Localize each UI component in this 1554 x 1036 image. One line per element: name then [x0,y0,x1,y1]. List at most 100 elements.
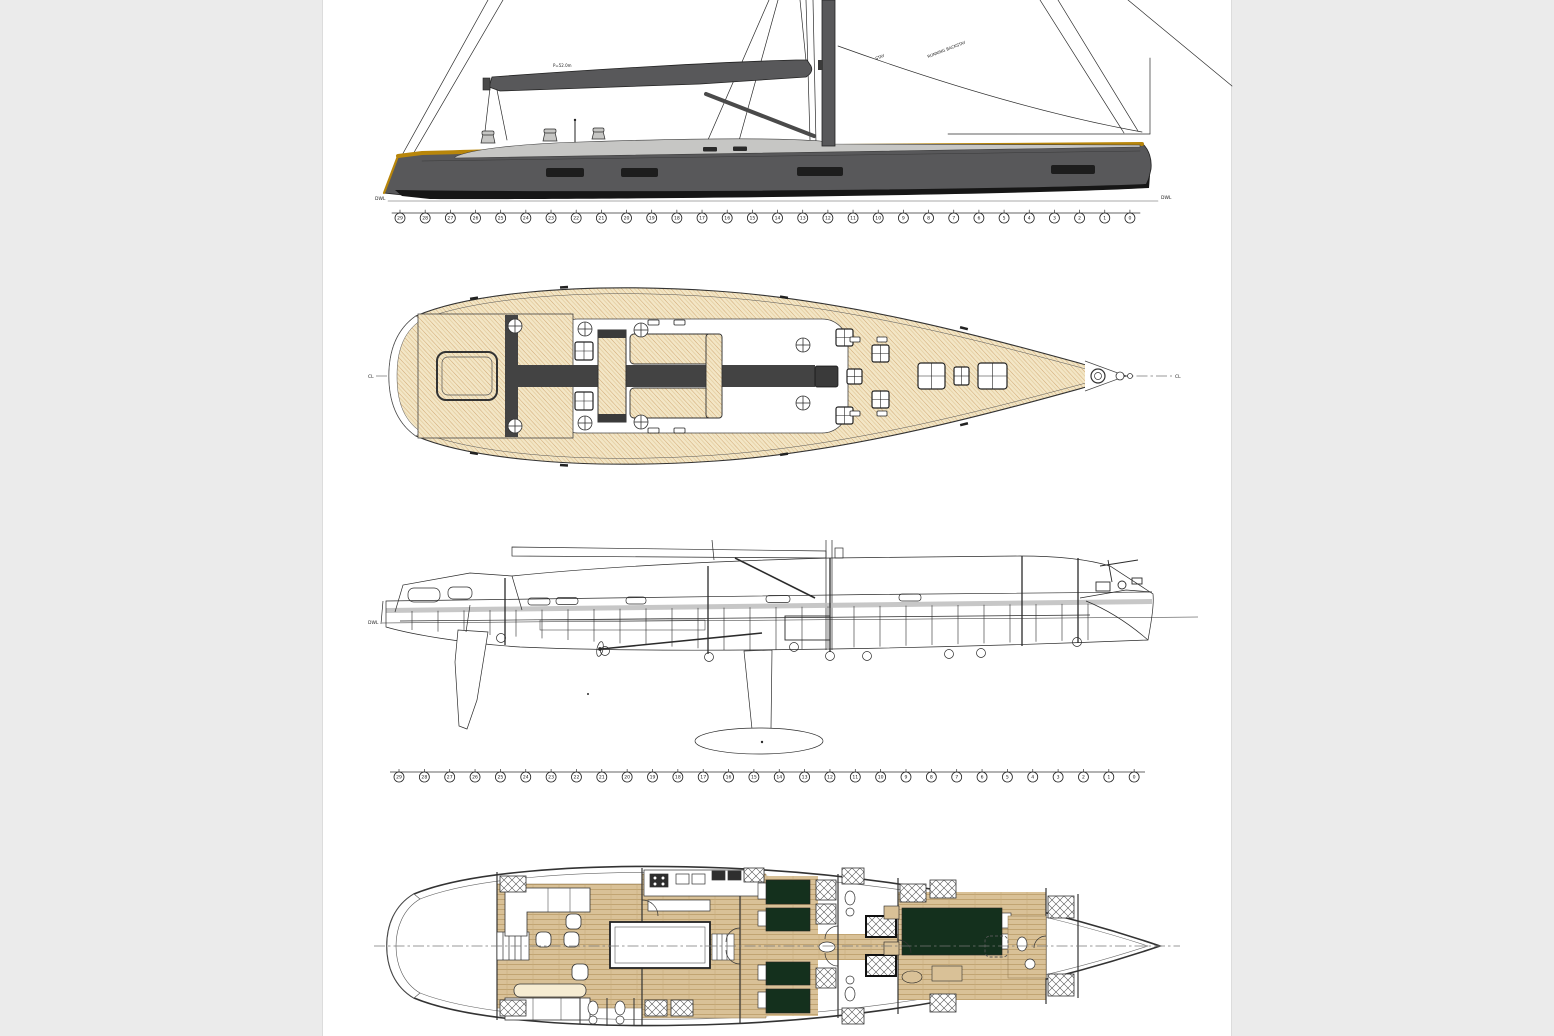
owner-cabinet [931,965,963,982]
station-number: 11 [852,775,858,781]
transom-stripe [382,154,400,195]
station-marker [621,771,633,783]
aft-deck-hatch-inner [441,356,493,396]
station-number: 13 [800,216,806,222]
prop-shaft [600,632,763,650]
coachroof-line [511,555,1021,577]
station-marker [900,771,912,783]
station-marker [948,212,960,224]
foredeck-hatch-dashed [984,935,1009,958]
station-marker [723,771,734,783]
cl-label-right: CL [1175,374,1181,380]
station-number: 8 [930,775,933,781]
vang-outline [734,557,816,599]
station-marker [571,771,582,783]
bow-fittings [1090,368,1133,384]
view-deck-plan: CL CL [368,285,1181,467]
station-number: 22 [574,775,580,781]
station-number: 17 [699,216,705,222]
bulb-cg-dot [760,740,764,744]
sink [1024,958,1036,970]
locker-units [499,867,1075,1025]
toilet [614,1000,626,1016]
station-marker [595,212,607,224]
aft-deck-hatch [436,351,498,401]
pillow [757,991,767,1009]
station-marker [647,771,658,783]
station-marker [976,771,988,783]
pillow [757,882,767,900]
windlass-group [1095,559,1143,592]
companionway-frame-fwd [598,330,626,338]
station-number: 9 [905,775,908,781]
station-number: 12 [825,216,831,222]
station-number: 8 [927,216,930,222]
cockpit-seats [629,333,723,419]
station-marker [621,212,632,224]
mast [821,0,836,147]
station-number: 27 [447,775,453,781]
station-number: 20 [624,216,630,222]
companionway-frame-aft [598,414,626,422]
dwl-label-right: DWL [1161,195,1172,201]
engine-outline [784,615,831,641]
galley-sink [675,873,690,885]
station-number: 5 [1003,216,1006,222]
propeller [596,641,604,657]
station-number: 18 [674,216,680,222]
frame-markers [496,633,1082,662]
aft-deck-teak-panel [417,313,574,439]
station-number: 6 [981,775,984,781]
armchair [565,913,582,930]
station-marker [1074,212,1085,224]
armchair [563,931,580,948]
coachroof-window [703,147,717,152]
deck-winches-plan [507,318,811,434]
station-marker [973,212,985,224]
station-number: 0 [1133,775,1136,781]
anchor-roller [1079,589,1153,599]
station-marker [444,771,456,783]
station-marker [419,212,431,224]
station-number: 15 [751,775,757,781]
deck-hatches [574,328,1008,425]
station-marker [672,771,684,783]
guest-heads [844,890,897,1002]
rudder [454,629,489,730]
station-number: 15 [749,216,755,222]
rudder-stock [465,604,471,633]
station-marker [1049,212,1060,224]
station-number: 10 [878,775,884,781]
galley-island [647,899,711,912]
sink [845,975,855,985]
cl-label-left: CL [368,374,374,380]
station-number: 19 [649,216,655,222]
station-marker [520,212,532,224]
hull-portlights [546,165,1095,177]
station-marker [394,212,406,224]
boom [488,59,813,92]
station-marker [545,771,557,783]
station-number: 1 [1103,216,1106,222]
aft-heads [579,998,635,1026]
view-interior-plan [374,865,1180,1027]
coachroof-window [733,146,747,151]
station-marker [1023,212,1035,224]
engine-room-inner [614,926,706,964]
station-number: 28 [422,216,428,222]
station-marker [773,771,785,783]
station-number: 11 [850,216,856,222]
door-swings [641,899,1047,967]
station-marker [469,771,481,783]
station-marker [1078,771,1089,783]
station-marker [772,212,783,224]
station-number: 17 [700,775,706,781]
station-marker [671,212,683,224]
station-marker [596,771,608,783]
sink [615,1015,625,1025]
station-number: 26 [472,775,478,781]
owner-head [1007,915,1047,979]
station-number: 14 [775,216,781,222]
pillow [757,910,767,927]
